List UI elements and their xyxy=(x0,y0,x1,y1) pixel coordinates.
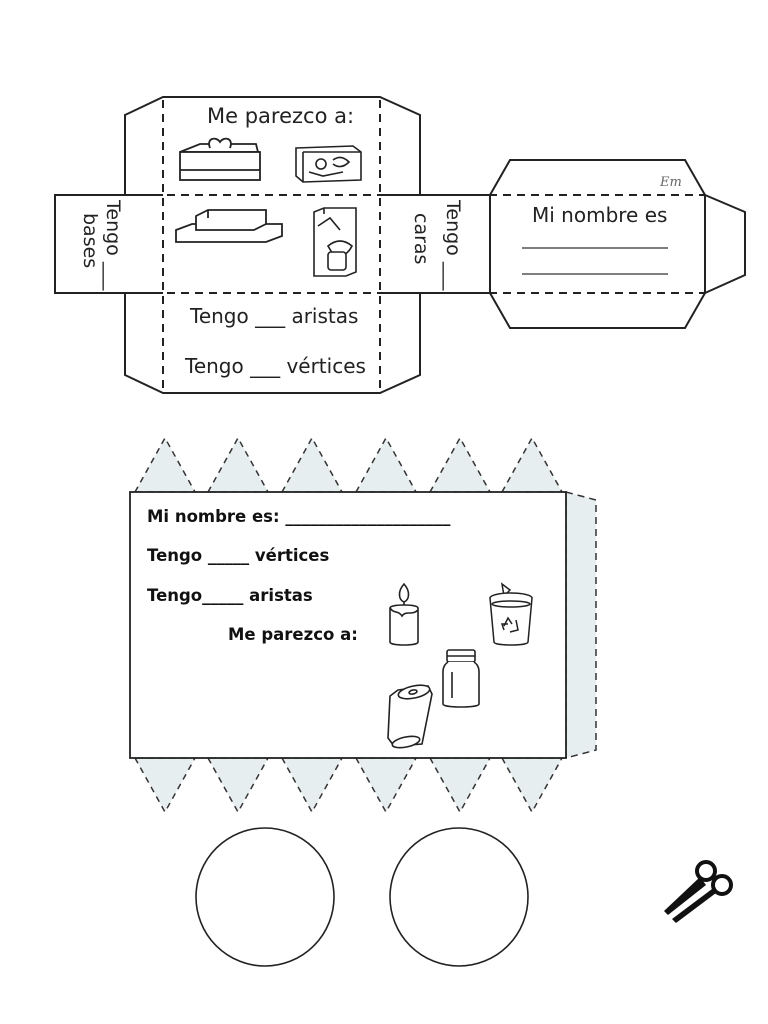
faces-label-line-2: caras xyxy=(410,213,432,265)
edges-label-cube: Tengo ___ aristas xyxy=(190,304,359,328)
vertices-label-cube: Tengo ___ vértices xyxy=(185,354,366,378)
name-panel-label: Mi nombre es xyxy=(532,203,668,227)
edges-line: Tengo_____ aristas xyxy=(147,586,313,605)
top-glue-tabs xyxy=(133,436,564,493)
prism-net-outline xyxy=(54,96,746,394)
bottom-glue-tabs xyxy=(133,757,564,814)
base-circle-left xyxy=(195,827,335,967)
bases-label-line-1: Tengo ___ xyxy=(102,200,124,291)
soda-can-icon xyxy=(387,684,433,749)
side-glue-strip xyxy=(565,491,597,759)
resembles-label-top: Me parezco a: xyxy=(207,104,355,128)
butter-icon xyxy=(175,209,283,243)
resembles-label-cylinder: Me parezco a: xyxy=(228,625,358,644)
juice-box-icon xyxy=(313,207,357,277)
tissue-box-icon xyxy=(179,137,261,181)
name-line: Mi nombre es: ____________________ xyxy=(147,507,451,526)
cylinder-bases xyxy=(195,827,529,967)
faces-label-line-1: Tengo ___ xyxy=(442,200,464,291)
watermark: Em xyxy=(660,175,682,190)
bases-label-line-2: bases xyxy=(79,213,101,269)
scissors-icon xyxy=(664,860,733,923)
base-circle-right xyxy=(389,827,529,967)
snack-box-icon xyxy=(295,145,362,183)
recycling-bin-icon xyxy=(489,582,533,646)
candle-icon xyxy=(389,582,419,646)
vertices-line: Tengo _____ vértices xyxy=(147,546,330,565)
jar-icon xyxy=(442,649,480,708)
